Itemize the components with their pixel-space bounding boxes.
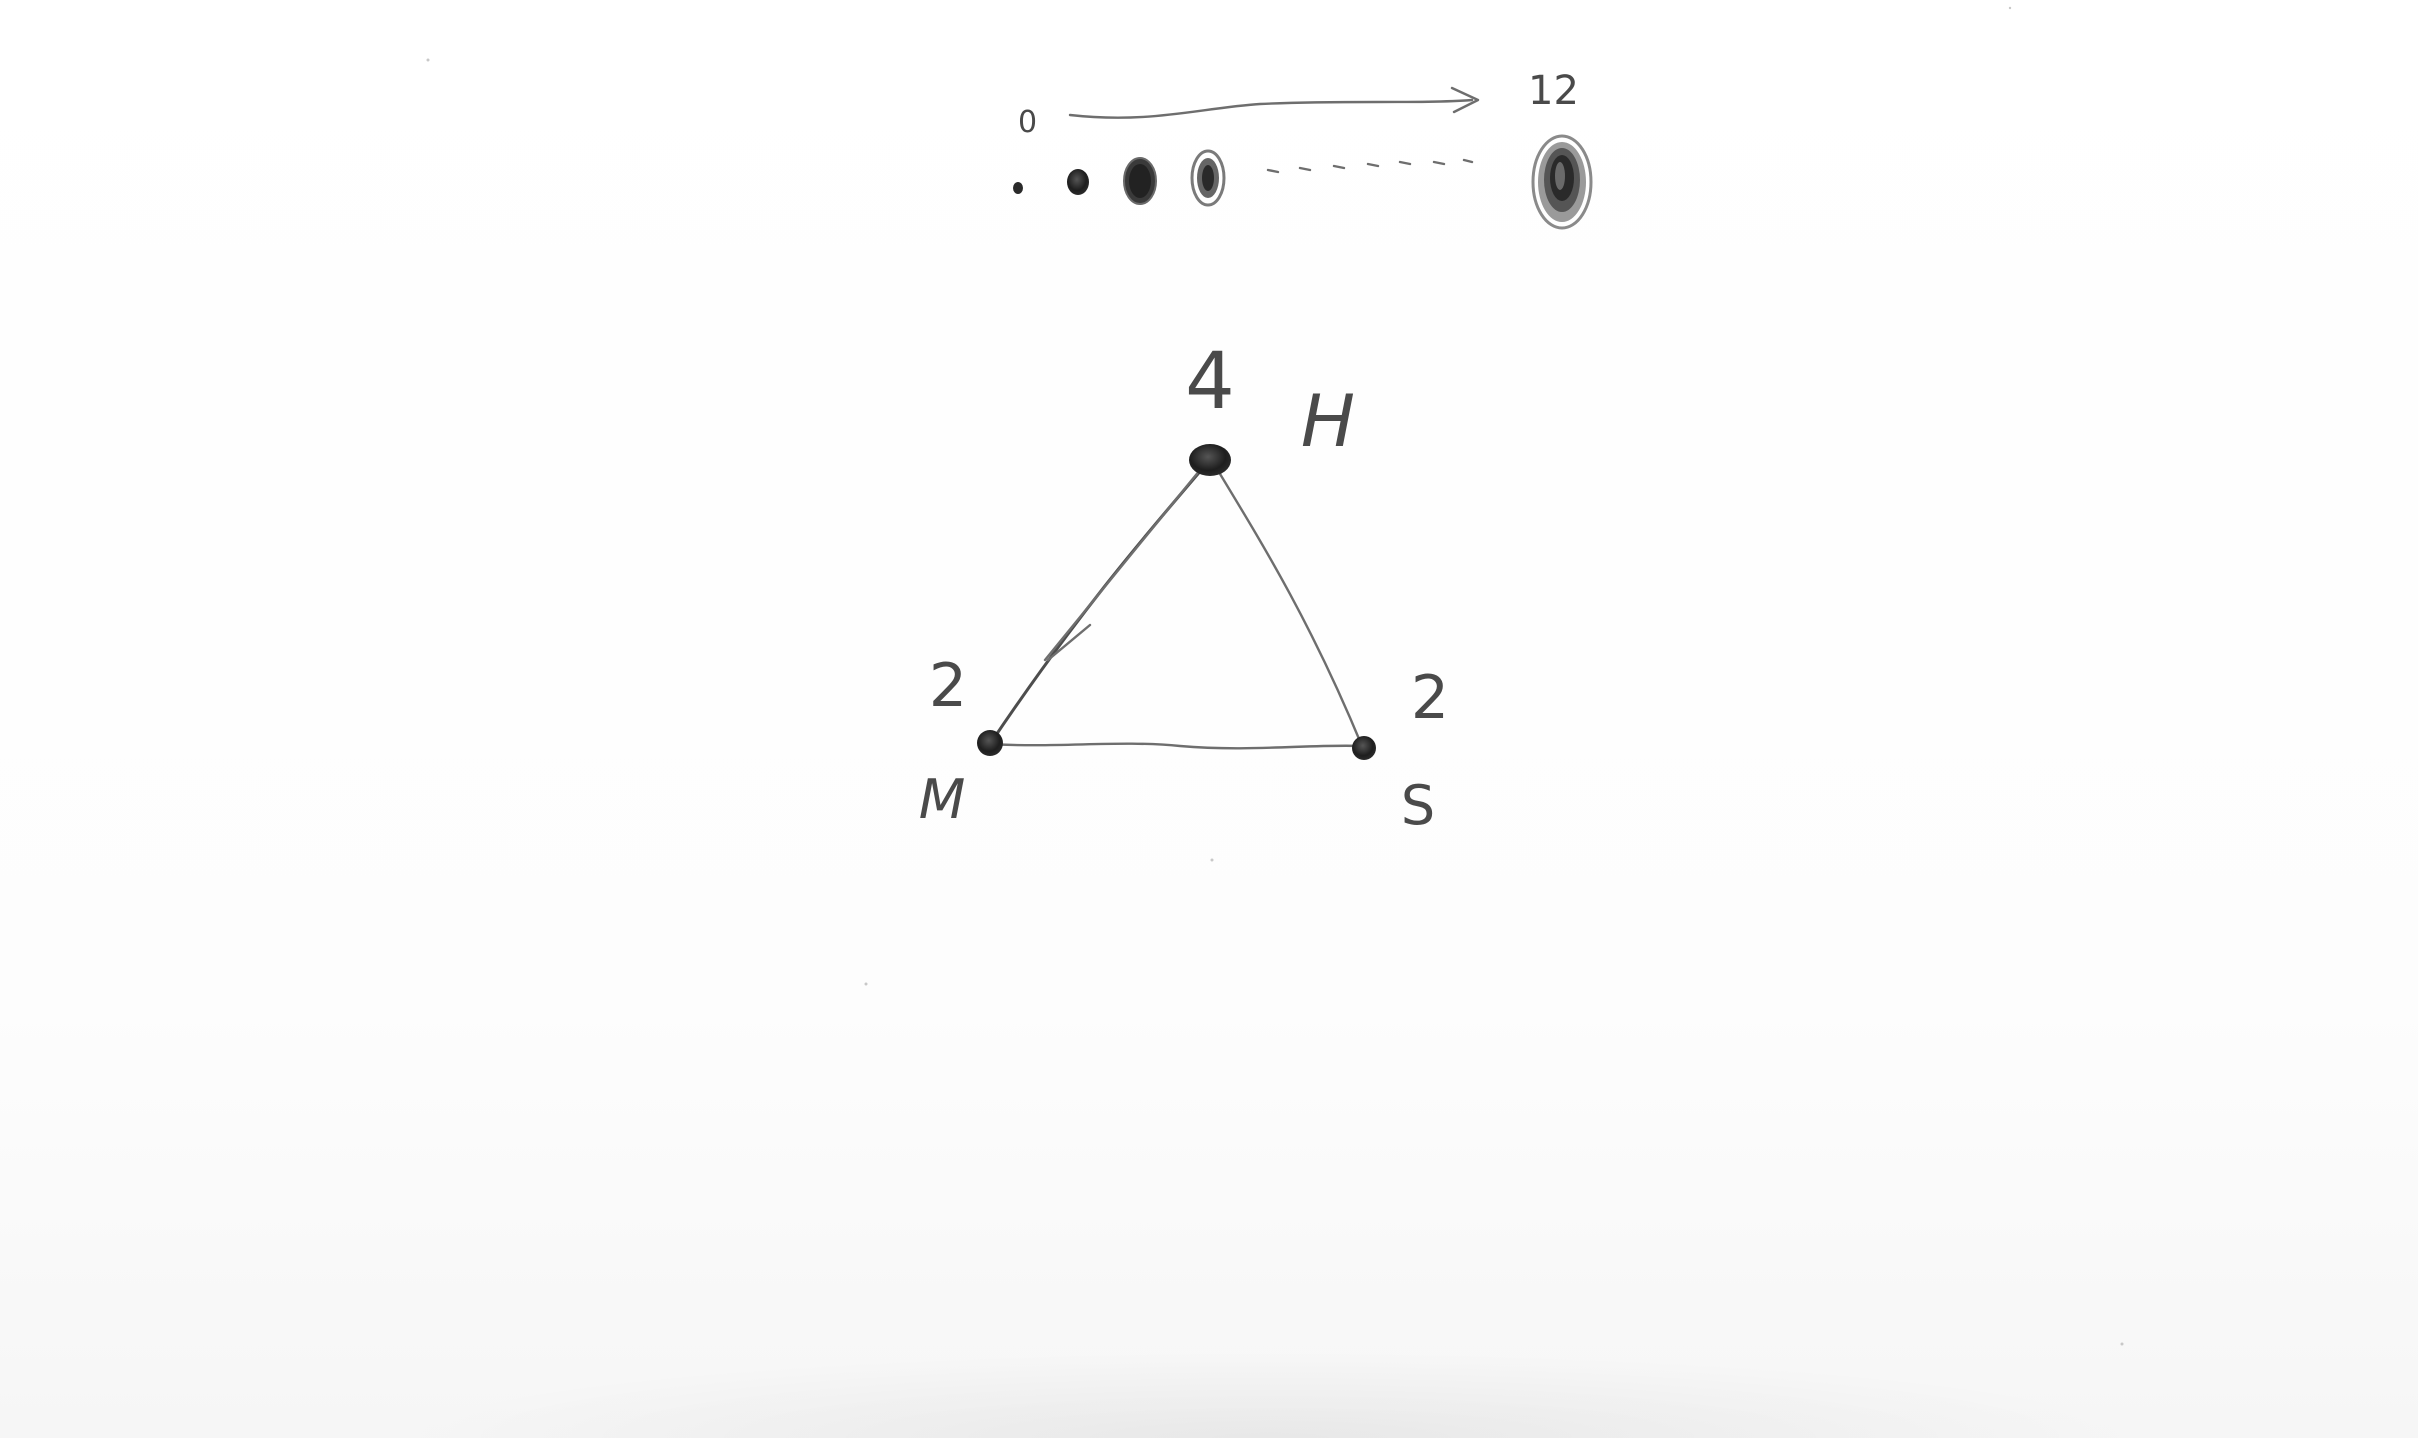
node-m-dot — [977, 730, 1003, 756]
size-legend: 0 12 — [1013, 68, 1593, 230]
edge-h-s — [1212, 462, 1364, 748]
legend-arrowhead-icon — [1450, 86, 1480, 114]
edge-m-s — [986, 742, 1364, 750]
paper-specks — [426, 6, 2124, 1346]
node-h-dot — [1189, 444, 1231, 476]
legend-ellipsis — [1266, 158, 1474, 174]
node-m: 2 M — [919, 651, 1003, 831]
node-s: 2 S — [1352, 663, 1449, 837]
legend-dot-size-12 — [1531, 134, 1593, 230]
node-s-label: S — [1401, 774, 1435, 837]
node-s-dot — [1352, 736, 1376, 760]
legend-dot-size-1 — [1067, 169, 1089, 195]
legend-arrow-line — [1068, 98, 1474, 119]
node-h: 4 H — [1185, 337, 1355, 476]
paper-shadow — [380, 1350, 2160, 1438]
legend-dot-size-0 — [1013, 182, 1023, 194]
node-h-value: 4 — [1185, 337, 1235, 427]
network: 4 H 2 M 2 S — [919, 337, 1449, 837]
node-h-label: H — [1301, 379, 1355, 463]
legend-dot-size-2 — [1123, 157, 1157, 205]
edge-h-m — [988, 459, 1211, 746]
node-m-label: M — [919, 768, 966, 831]
legend-dot-size-3 — [1190, 149, 1226, 207]
legend-max-label: 12 — [1528, 68, 1579, 114]
node-m-value: 2 — [929, 651, 967, 721]
node-s-value: 2 — [1411, 663, 1449, 733]
legend-min-label: 0 — [1018, 105, 1037, 140]
legend-dots — [1013, 134, 1593, 230]
